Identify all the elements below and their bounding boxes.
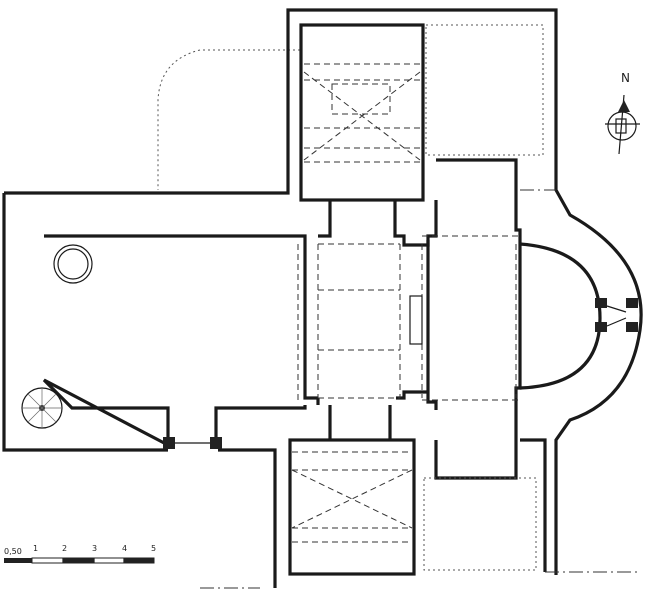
former-structure-outline: [157, 49, 300, 190]
east-choir-vault: [421, 235, 520, 401]
north-arrow-icon: N: [605, 71, 640, 155]
baptismal-font: [53, 244, 93, 284]
scale-label-2: 2: [62, 544, 67, 553]
apse-windows: [595, 298, 638, 332]
crossing-vault: [297, 243, 401, 400]
north-label: N: [621, 71, 630, 85]
east-choir-wall: [426, 158, 522, 480]
section-lines: [200, 189, 640, 589]
apse-inner: [519, 242, 602, 390]
north-chapel: [299, 23, 425, 202]
scale-label-050: 0,50: [4, 547, 22, 556]
south-chapel: [288, 438, 416, 576]
scale-label-3: 3: [92, 544, 97, 553]
west-hall-wall: [42, 234, 318, 448]
spiral-stair: [21, 387, 63, 429]
southeast-annex: [423, 477, 537, 571]
south-chapel-vault: [291, 451, 413, 543]
outer-wall: [2, 8, 643, 588]
scale-label-1: 1: [33, 544, 38, 553]
north-chapel-vault: [303, 63, 421, 163]
crossing-piers: [316, 200, 430, 440]
scale-label-5: 5: [151, 544, 156, 553]
northeast-annex: [425, 24, 544, 156]
scale-bar: 0,50 1 2 3 4 5: [4, 544, 156, 564]
entrance-piers: [163, 437, 222, 449]
scale-label-4: 4: [122, 544, 127, 553]
altar-step: [409, 295, 423, 345]
north-chapel-altar: [331, 83, 391, 115]
